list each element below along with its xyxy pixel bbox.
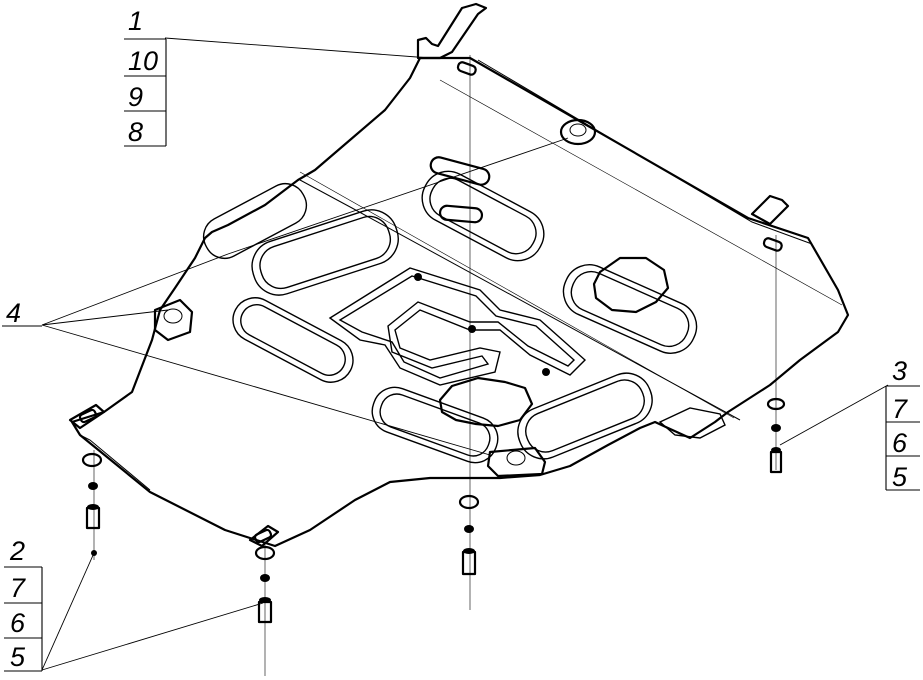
left-tab: [68, 403, 106, 430]
callout-right: 3 7 6 5: [885, 356, 920, 492]
callout-label-8: 8: [128, 117, 143, 147]
callout-label-5-left: 5: [10, 642, 26, 672]
callout-label-4: 4: [6, 298, 21, 328]
callout-label-5-right: 5: [892, 462, 908, 492]
bottom-nut-boss: [486, 446, 547, 478]
rear-right-bracket: [750, 194, 790, 226]
callout-label-6-right: 6: [892, 428, 908, 458]
callout-label-3: 3: [892, 356, 907, 386]
fastener-stack-right: [766, 397, 786, 474]
callout-top-left: 1 10 9 8: [124, 6, 167, 147]
left-nut-boss: [153, 298, 194, 342]
callout-label-10: 10: [128, 46, 158, 76]
callout-label-7-right: 7: [892, 394, 908, 424]
callout-left: 4: [2, 298, 42, 328]
bottom-tab: [248, 524, 280, 548]
callout-label-2: 2: [9, 536, 25, 566]
fastener-stack-bottom: [254, 545, 276, 624]
stamped-ribs: [202, 170, 726, 464]
callout-label-6-left: 6: [10, 608, 26, 638]
top-nut-boss: [559, 118, 597, 146]
skid-plate-outline: [70, 56, 850, 548]
callout-bottom-left: 2 7 6 5: [4, 536, 43, 672]
front-bracket: [416, 2, 488, 60]
callout-label-9: 9: [128, 82, 143, 112]
fastener-stack-left: [81, 452, 103, 556]
callout-label-7-left: 7: [10, 573, 26, 603]
axis-lines: [93, 55, 843, 676]
small-holes: [78, 61, 783, 544]
fastener-stack-center: [458, 494, 480, 576]
leader-lines: [41, 37, 889, 671]
plate-openings: [429, 156, 670, 428]
callout-label-1: 1: [128, 6, 143, 36]
